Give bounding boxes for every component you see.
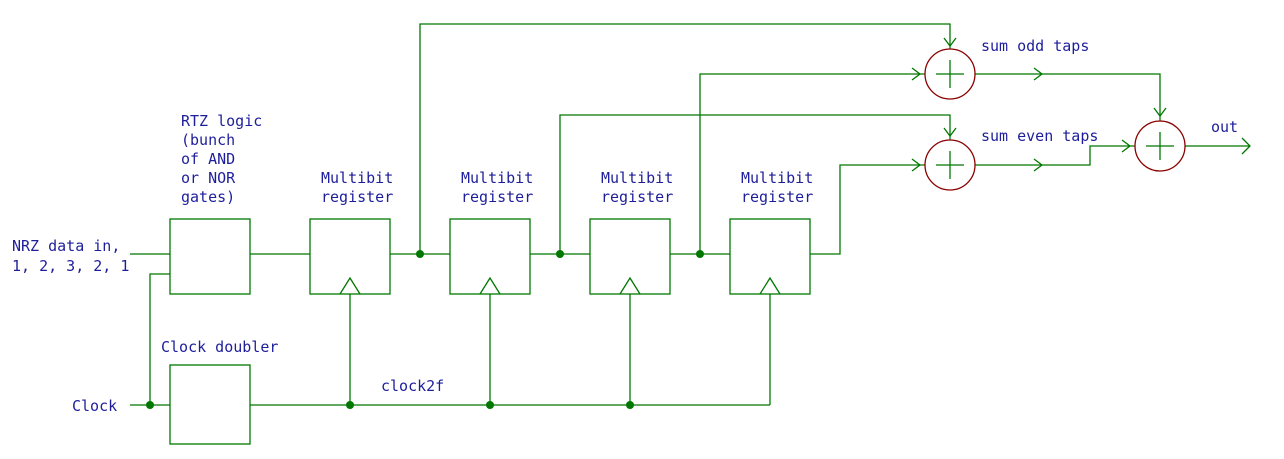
rtz-label-line4: or NOR <box>181 169 236 187</box>
sum-even-arrow-mid <box>1033 158 1044 172</box>
rtz-label-line1: RTZ logic <box>181 112 262 130</box>
register-4-label-line1: Multibit <box>741 169 813 187</box>
wires <box>130 23 1251 406</box>
register-3 <box>589 218 671 295</box>
clock-doubler-block <box>169 364 251 445</box>
junction-dot <box>146 401 154 409</box>
junction-dot <box>696 250 704 258</box>
junctions <box>146 250 704 409</box>
blocks <box>169 218 811 445</box>
register-2 <box>449 218 531 295</box>
register-4 <box>729 218 811 295</box>
tap3-wire <box>699 73 925 254</box>
register-2-label-line1: Multibit <box>461 169 533 187</box>
junction-dot <box>416 250 424 258</box>
sum-even-label: sum even taps <box>981 127 1098 145</box>
register-1 <box>309 218 391 295</box>
sum-even-arrow-end <box>1121 139 1132 153</box>
junction-dot <box>486 401 494 409</box>
tap1-wire <box>419 23 951 254</box>
tap3-arrow <box>911 67 922 81</box>
register-3-label-line1: Multibit <box>601 169 673 187</box>
register-1-label-line2: register <box>321 188 393 206</box>
out-label: out <box>1211 118 1238 136</box>
rtz-logic-block <box>169 218 251 295</box>
register-4-clock-icon <box>759 276 781 295</box>
register-3-label-line2: register <box>601 188 673 206</box>
register-1-clock-icon <box>339 276 361 295</box>
rtz-label-line3: of AND <box>181 150 235 168</box>
labels: NRZ data in, 1, 2, 3, 2, 1 Clock Clock d… <box>12 37 1238 415</box>
junction-dot <box>556 250 564 258</box>
tap1-arrow <box>943 37 957 48</box>
tap4-wire <box>810 164 925 255</box>
register-2-clock-icon <box>479 276 501 295</box>
adder-odd <box>924 48 976 100</box>
junction-dot <box>346 401 354 409</box>
clock-to-rtz-wire <box>149 273 170 405</box>
register-2-label-line2: register <box>461 188 533 206</box>
adder-final <box>1134 120 1186 172</box>
input-label-line1: NRZ data in, <box>12 237 120 255</box>
clock-label: Clock <box>72 397 117 415</box>
clock2f-label: clock2f <box>381 377 444 395</box>
rtz-label-line2: (bunch <box>181 131 235 149</box>
sum-odd-label: sum odd taps <box>981 37 1089 55</box>
clock-doubler-label: Clock doubler <box>161 338 278 356</box>
adder-even <box>924 139 976 191</box>
tap2-arrow <box>943 127 957 138</box>
sum-odd-arrow-end <box>1153 107 1167 118</box>
sum-odd-arrow-mid <box>1033 67 1044 81</box>
tap2-wire <box>559 114 951 254</box>
register-3-clock-icon <box>619 276 641 295</box>
register-4-label-line2: register <box>741 188 813 206</box>
sum-even-wire <box>975 145 1135 166</box>
tap4-arrow <box>911 158 922 172</box>
output-arrow <box>1241 137 1251 155</box>
rtz-label-line5: gates) <box>181 188 235 206</box>
junction-dot <box>626 401 634 409</box>
register-1-label-line1: Multibit <box>321 169 393 187</box>
sum-odd-wire <box>975 73 1161 122</box>
input-label-line2: 1, 2, 3, 2, 1 <box>12 257 129 275</box>
